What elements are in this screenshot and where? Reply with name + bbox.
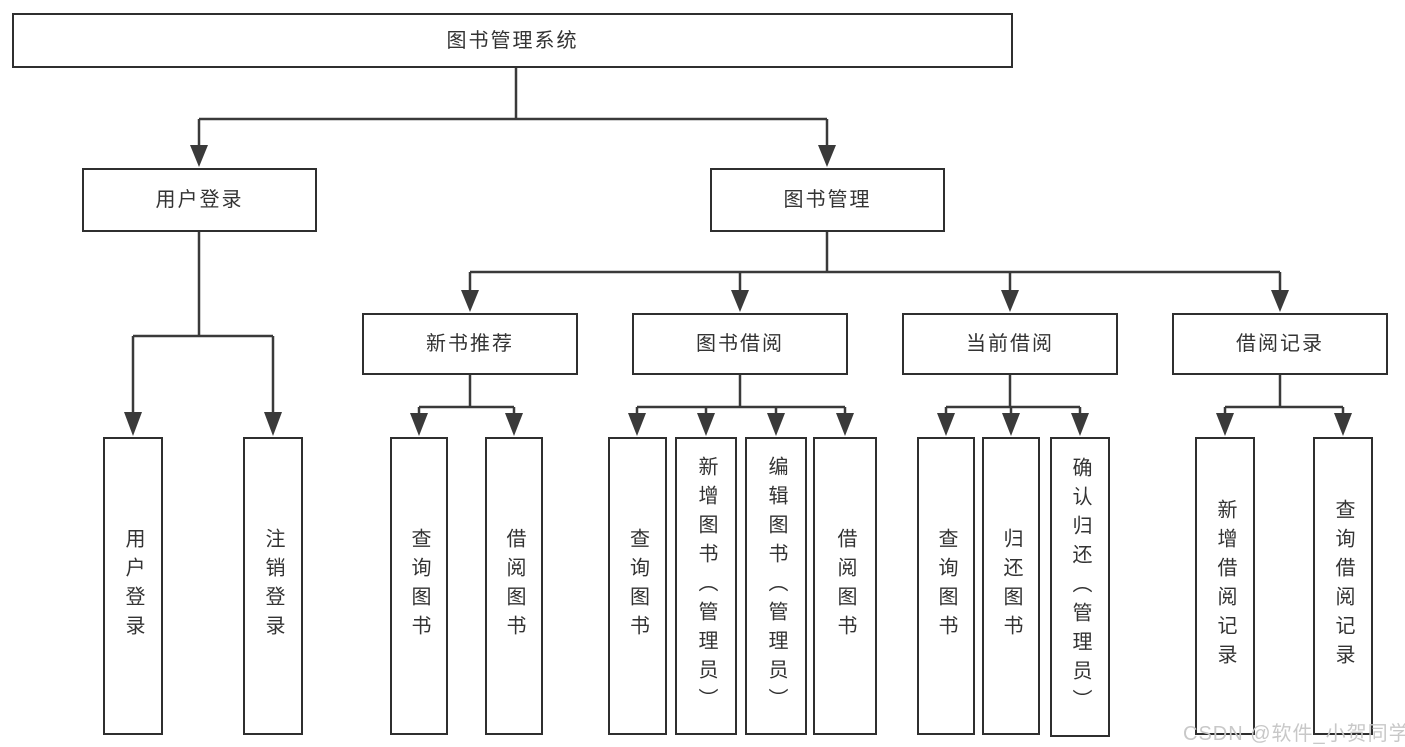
node-new-book-recommend: 新书推荐 [362, 313, 578, 375]
leaf-logout: 注销登录 [243, 437, 303, 735]
edges-book-management [461, 232, 1289, 312]
leaf-return-books: 归还图书 [982, 437, 1040, 735]
edges-borrow-records [1216, 375, 1352, 436]
leaf-query-borrow-record: 查询借阅记录 [1313, 437, 1373, 735]
leaf-newbook-borrow-books: 借阅图书 [485, 437, 543, 735]
edges-root [190, 68, 836, 167]
node-book-management: 图书管理 [710, 168, 945, 232]
node-borrow-records: 借阅记录 [1172, 313, 1388, 375]
leaf-newbook-query-books: 查询图书 [390, 437, 448, 735]
leaf-user-login: 用户登录 [103, 437, 163, 735]
leaf-borrow-books: 借阅图书 [813, 437, 877, 735]
edges-book-borrow [628, 375, 854, 436]
node-current-borrow: 当前借阅 [902, 313, 1118, 375]
leaf-current-query-books: 查询图书 [917, 437, 975, 735]
node-root-system: 图书管理系统 [12, 13, 1013, 68]
node-user-login: 用户登录 [82, 168, 317, 232]
leaf-add-book-admin: 新增图书（管理员） [675, 437, 737, 735]
leaf-edit-book-admin: 编辑图书（管理员） [745, 437, 807, 735]
leaf-borrow-query-books: 查询图书 [608, 437, 667, 735]
leaf-confirm-return-admin: 确认归还（管理员） [1050, 437, 1110, 737]
leaf-add-borrow-record: 新增借阅记录 [1195, 437, 1255, 735]
edges-user-login [124, 232, 282, 436]
node-book-borrow: 图书借阅 [632, 313, 848, 375]
csdn-watermark: CSDN @软件_小贺同学 [1183, 723, 1405, 745]
edges-new-book-recommend [410, 375, 523, 436]
edges-current-borrow [937, 375, 1089, 436]
